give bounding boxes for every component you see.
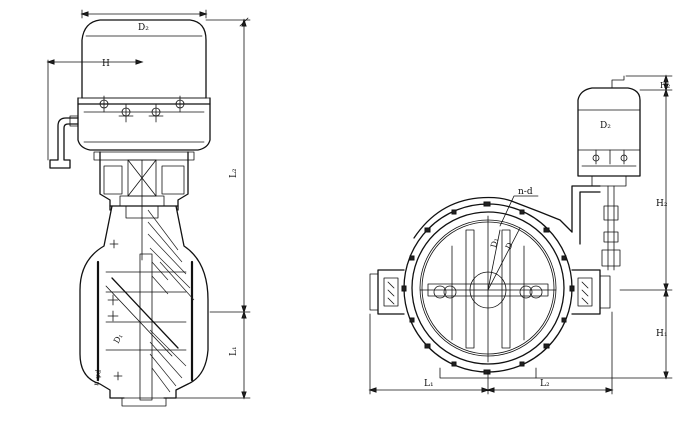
right-riser-column [571, 185, 621, 271]
right-label-h1: H₁ [656, 329, 667, 339]
left-label-l2: L₂ [229, 168, 239, 178]
right-label-d1: D₁ [489, 237, 500, 248]
left-view-labels: D₂ H L₂ L₁ D₁ n-φd [92, 23, 239, 386]
left-label-d2: D₂ [138, 23, 149, 33]
right-label-nd: n-d [518, 187, 533, 197]
left-actuator-bolts [99, 95, 185, 123]
right-label-l2: L₂ [540, 379, 550, 389]
left-label-d1: D₁ [112, 332, 125, 345]
right-label-l1: L₁ [424, 379, 434, 389]
right-label-h2-top: H₂ [660, 81, 670, 90]
left-actuator-dome [77, 19, 211, 105]
left-label-h: H [102, 59, 110, 69]
left-actuator-body [77, 95, 211, 151]
right-label-h2-mid: H₂ [656, 199, 668, 209]
right-front-view: H₂ D₂ n-d D₁ D H₂ H₁ L₁ L₂ [368, 74, 673, 395]
left-dimension-lines [46, 9, 251, 400]
right-view-labels: H₂ D₂ n-d D₁ D H₂ H₁ L₁ L₂ [424, 81, 670, 389]
left-handwheel-crank [49, 115, 79, 169]
left-side-view: D₂ H L₂ L₁ D₁ n-φd [46, 9, 251, 407]
right-label-d2: D₂ [600, 121, 611, 131]
left-flange-bolts [107, 239, 123, 381]
right-label-d: D [504, 241, 515, 251]
left-label-l1: L₁ [229, 346, 239, 356]
left-body-hatching [147, 209, 195, 393]
right-actuator [577, 75, 641, 187]
left-label-nod: n-φd [92, 368, 103, 386]
right-dimension-lines [368, 74, 673, 395]
left-valve-body [79, 205, 209, 407]
right-side-housings [369, 269, 611, 315]
right-flange-bolts [401, 201, 575, 375]
